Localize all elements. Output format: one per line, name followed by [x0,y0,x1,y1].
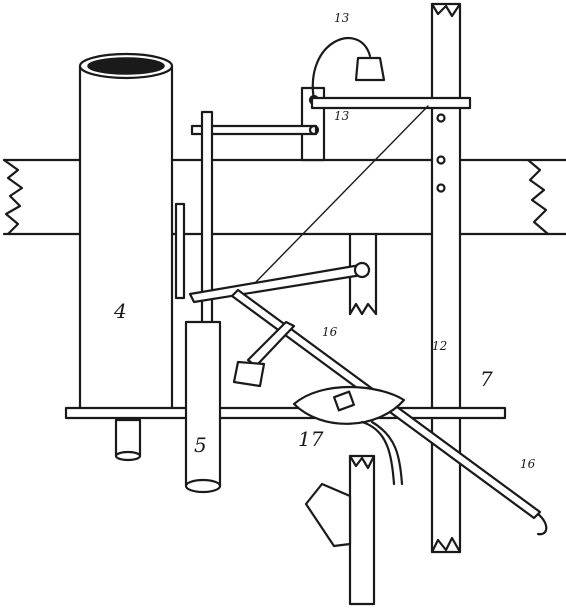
label-piston: 5 [194,433,207,457]
label-bell-crank-top: 13 [334,11,350,25]
label-lever-lower: 16 [520,457,536,471]
label-lever-upper: 16 [322,325,338,339]
upper-lever [188,261,371,304]
label-pipe: 4 [113,299,127,323]
lower-brace [304,482,352,548]
horizontal-arm [310,96,472,110]
lower-stub [348,454,376,606]
pipe [78,52,174,462]
label-valve: 17 [298,427,324,451]
label-post: 12 [432,339,447,353]
tie-rod [64,406,507,420]
valve [292,385,406,486]
piston [184,110,222,494]
label-bell-crank-arm: 13 [334,109,350,123]
side-bracket [174,202,186,300]
vertical-post [430,2,462,554]
label-tie-rod: 7 [480,367,493,391]
bell-crank [308,37,386,106]
upper-rod [190,124,320,136]
diagonal-cord [253,105,429,285]
